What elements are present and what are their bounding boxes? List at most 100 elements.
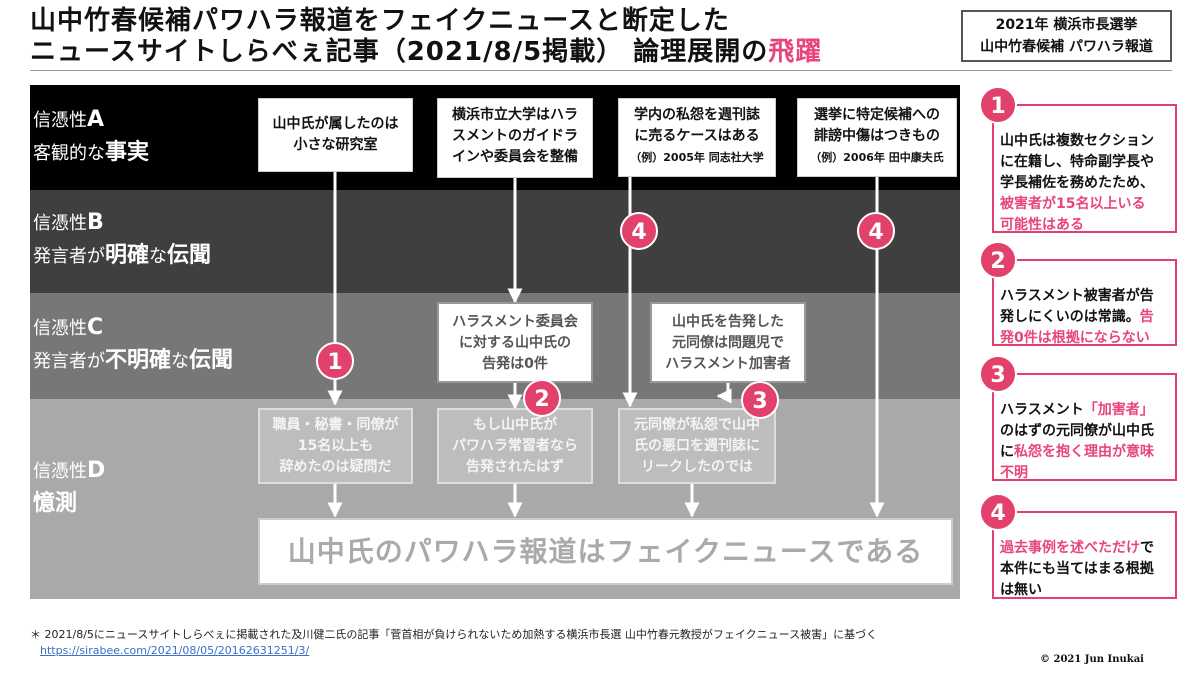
badge-4a: 4 xyxy=(620,212,658,250)
arrow-hearsay2-to-spec3 xyxy=(716,382,732,404)
footnote: ＊ 2021/8/5にニュースサイトしらべぇに掲載された及川健二氏の記事「菅首相… xyxy=(30,628,878,641)
hearsay-2-line-1: 山中氏を告発した xyxy=(672,314,784,330)
fact-4-example: （例）2006年 田中康夫氏 xyxy=(810,151,944,164)
level-label-b: 信憑性B 発言者が明確な伝聞 xyxy=(33,207,211,273)
level-b-mid: な xyxy=(149,246,168,267)
fact-3-line-2: に売るケースはある xyxy=(634,128,760,144)
copyright: © 2021 Jun Inukai xyxy=(1040,654,1144,665)
level-c-letter: C xyxy=(87,315,104,340)
fact-box-election-slander: 選挙に特定候補への 誹謗中傷はつきもの （例）2006年 田中康夫氏 xyxy=(797,98,957,177)
note-badge-1: 1 xyxy=(979,86,1017,124)
spec-3-line-3: リークしたのでは xyxy=(641,459,753,475)
level-a-desc: 客観的な xyxy=(33,143,105,164)
note-3-line-1-pink: 「加害者」 xyxy=(1083,402,1154,418)
level-label-d: 信憑性D 憶測 xyxy=(33,455,105,521)
note-2-line-2: 発しにくいのは常識。 xyxy=(1000,309,1140,325)
election-label-box: 2021年 横浜市長選挙 山中竹春候補 パワハラ報道 xyxy=(961,10,1172,62)
conclusion-box: 山中氏のパワハラ報道はフェイクニュースである xyxy=(258,518,953,585)
note-2: ハラスメント被害者が告 発しにくいのは常識。告 発0件は根拠にならない xyxy=(992,259,1177,346)
level-a-letter: A xyxy=(87,107,105,132)
badge-4b: 4 xyxy=(857,212,895,250)
fact-box-small-lab: 山中氏が属したのは 小さな研究室 xyxy=(258,98,413,172)
election-label-line-2: 山中竹春候補 パワハラ報道 xyxy=(980,39,1153,55)
fact-2-line-1: 横浜市立大学はハラ xyxy=(452,107,578,123)
level-d-prefix: 信憑性 xyxy=(33,461,87,482)
speculation-box-would-be-reported: もし山中氏が パワハラ常習者なら 告発されたはず xyxy=(437,408,593,484)
spec-1-line-3: 辞めたのは疑問だ xyxy=(279,459,392,475)
level-c-strong: 不明確 xyxy=(105,348,172,373)
hearsay-box-colleague: 山中氏を告発した 元同僚は問題児で ハラスメント加害者 xyxy=(650,302,806,383)
level-b-tail: 伝聞 xyxy=(167,243,212,268)
fact-box-grudge-cases: 学内の私怨を週刊誌 に売るケースはある （例）2005年 同志社大学 xyxy=(618,98,776,177)
note-2-line-1: ハラスメント被害者が告 xyxy=(1000,288,1154,304)
note-2-line-2-pink: 告 xyxy=(1139,309,1154,325)
note-badge-4: 4 xyxy=(979,493,1017,531)
badge-2: 2 xyxy=(523,379,561,417)
level-a-strong: 事実 xyxy=(105,140,150,165)
level-b-desc: 発言者が xyxy=(33,246,105,267)
level-c-tail: 伝聞 xyxy=(189,348,234,373)
fact-box-guidelines: 横浜市立大学はハラ スメントのガイドラ インや委員会を整備 xyxy=(437,98,593,178)
note-1-line-3: 学長補佐を務めたため、 xyxy=(1000,175,1154,191)
note-1-line-5: 可能性はある xyxy=(1000,217,1084,233)
note-3-line-4: 不明 xyxy=(1000,465,1028,481)
fact-4-line-2: 誹謗中傷はつきもの xyxy=(814,128,940,144)
note-3-line-3: に xyxy=(1000,444,1014,460)
title-divider xyxy=(30,70,1172,71)
note-3-line-3-pink: 私怨を抱く理由が意味 xyxy=(1014,444,1154,460)
fact-2-line-3: インや委員会を整備 xyxy=(452,149,578,165)
spec-3-line-2: 氏の悪口を週刊誌に xyxy=(634,438,760,454)
note-3: ハラスメント「加害者」 のはずの元同僚が山中氏 に私怨を抱く理由が意味 不明 xyxy=(992,373,1177,481)
note-1-line-2: に在籍し、特命副学長や xyxy=(1000,154,1154,170)
speculation-box-15-resigned: 職員・秘書・同僚が 15名以上も 辞めたのは疑問だ xyxy=(258,408,413,484)
note-4-line-2: 本件にも当てはまる根拠 xyxy=(1000,561,1154,577)
hearsay-1-line-3: 告発は0件 xyxy=(482,356,548,372)
level-b-strong: 明確 xyxy=(105,243,150,268)
level-b-letter: B xyxy=(87,210,104,235)
note-3-line-2: のはずの元同僚が山中氏 xyxy=(1000,423,1154,439)
title-accent: 飛躍 xyxy=(768,37,823,67)
hearsay-2-line-3: ハラスメント加害者 xyxy=(665,356,791,372)
fact-3-line-1: 学内の私怨を週刊誌 xyxy=(634,107,760,123)
note-4-line-1: で xyxy=(1140,540,1154,556)
note-1-line-1: 山中氏は複数セクション xyxy=(1000,133,1154,149)
level-c-prefix: 信憑性 xyxy=(33,318,87,339)
badge-3: 3 xyxy=(741,381,779,419)
source-link[interactable]: https://sirabee.com/2021/08/05/201626312… xyxy=(40,644,310,657)
badge-1: 1 xyxy=(316,342,354,380)
fact-4-line-1: 選挙に特定候補への xyxy=(814,107,940,123)
note-1: 山中氏は複数セクション に在籍し、特命副学長や 学長補佐を務めたため、 被害者が… xyxy=(992,104,1177,233)
hearsay-1-line-2: に対する山中氏の xyxy=(459,335,571,351)
fact-3-example: （例）2005年 同志社大学 xyxy=(630,151,764,164)
note-badge-2: 2 xyxy=(979,241,1017,279)
title-line-2-text: ニュースサイトしらべぇ記事（2021/8/5掲載） 論理展開の xyxy=(30,37,769,67)
note-3-line-1: ハラスメント xyxy=(1000,402,1084,418)
level-c-mid: な xyxy=(171,351,190,372)
level-d-letter: D xyxy=(87,458,106,483)
hearsay-2-line-2: 元同僚は問題児で xyxy=(672,335,784,351)
spec-3-line-1: 元同僚が私怨で山中 xyxy=(634,417,760,433)
speculation-box-grudge-leak: 元同僚が私怨で山中 氏の悪口を週刊誌に リークしたのでは xyxy=(618,408,776,484)
note-4-line-1-pink: 過去事例を述べただけ xyxy=(1000,540,1140,556)
spec-1-line-2: 15名以上も xyxy=(297,438,374,454)
page-title: 山中竹春候補パワハラ報道をフェイクニュースと断定した ニュースサイトしらべぇ記事… xyxy=(30,6,910,68)
hearsay-box-zero-complaints: ハラスメント委員会 に対する山中氏の 告発は0件 xyxy=(437,302,593,383)
note-4-line-3: は無い xyxy=(1000,582,1042,598)
level-b-prefix: 信憑性 xyxy=(33,213,87,234)
level-label-c: 信憑性C 発言者が不明確な伝聞 xyxy=(33,312,233,378)
band-credibility-b xyxy=(30,190,960,293)
election-label-line-1: 2021年 横浜市長選挙 xyxy=(995,17,1138,33)
spec-1-line-1: 職員・秘書・同僚が xyxy=(272,417,399,433)
title-line-2: ニュースサイトしらべぇ記事（2021/8/5掲載） 論理展開の飛躍 xyxy=(30,37,910,68)
level-a-prefix: 信憑性 xyxy=(33,110,87,131)
fact-1-line-1: 山中氏が属したのは xyxy=(272,116,399,132)
note-1-line-4: 被害者が15名以上いる xyxy=(1000,196,1146,212)
note-4: 過去事例を述べただけで 本件にも当てはまる根拠 は無い xyxy=(992,511,1177,599)
hearsay-1-line-1: ハラスメント委員会 xyxy=(452,314,578,330)
fact-1-line-2: 小さな研究室 xyxy=(293,137,378,153)
title-line-1: 山中竹春候補パワハラ報道をフェイクニュースと断定した xyxy=(30,6,730,36)
spec-2-line-1: もし山中氏が xyxy=(473,417,557,433)
level-c-desc: 発言者が xyxy=(33,351,105,372)
note-2-line-3: 発0件は根拠にならない xyxy=(1000,330,1150,346)
spec-2-line-2: パワハラ常習者なら xyxy=(452,438,578,454)
